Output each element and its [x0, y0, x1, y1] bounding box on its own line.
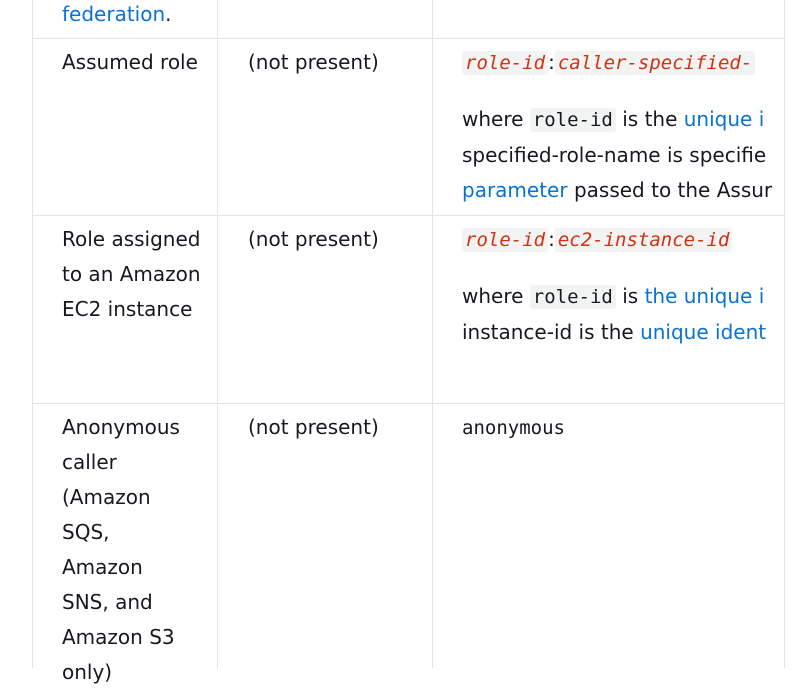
punctuation: .: [165, 2, 172, 26]
separator: :: [548, 50, 555, 74]
row-divider: [32, 215, 784, 216]
text: where: [462, 284, 524, 308]
format-cell: role-id:caller-specified- where role-id …: [462, 45, 784, 208]
text: specified-role-name is specifie: [462, 143, 767, 167]
code-role-id: role-id: [529, 285, 616, 309]
text: where: [462, 107, 524, 131]
text: is: [622, 284, 639, 308]
code-ec2-instance-id: ec2-instance-id: [554, 228, 733, 252]
code-anonymous: anonymous: [462, 417, 565, 439]
row-divider: [32, 38, 784, 39]
code-role-id: role-id: [529, 108, 616, 132]
parameter-link[interactable]: parameter: [462, 178, 568, 202]
text: instance-id is the: [462, 320, 634, 344]
prev-row-principal: federation.: [62, 0, 202, 32]
text: passed to the Assur: [573, 178, 773, 202]
column-divider: [217, 0, 218, 668]
table-left-border: [32, 0, 33, 668]
column-divider: [432, 0, 433, 668]
principal-cell: Assumed role: [62, 50, 198, 74]
unique-id-link[interactable]: unique i: [683, 107, 765, 131]
federation-link[interactable]: federation: [62, 2, 166, 26]
principal-cell: Anonymous caller (Amazon SQS, Amazon SNS…: [62, 415, 180, 684]
row-divider: [32, 403, 784, 404]
user-id-cell: (not present): [248, 227, 379, 251]
code-caller-specified: caller-specified-: [554, 51, 756, 75]
instance-id-link[interactable]: unique ident: [640, 320, 767, 344]
code-role-id: role-id: [462, 228, 549, 252]
user-id-cell: (not present): [248, 50, 379, 74]
code-role-id: role-id: [462, 51, 549, 75]
format-cell: role-id:ec2-instance-id where role-id is…: [462, 222, 784, 350]
separator: :: [548, 227, 555, 251]
principal-cell: Role assigned to an Amazon EC2 instance: [62, 227, 201, 321]
text: is the: [622, 107, 678, 131]
user-id-cell: (not present): [248, 415, 379, 439]
unique-id-link[interactable]: the unique i: [644, 284, 765, 308]
format-cell: anonymous: [462, 410, 784, 446]
table-right-border: [784, 0, 785, 668]
